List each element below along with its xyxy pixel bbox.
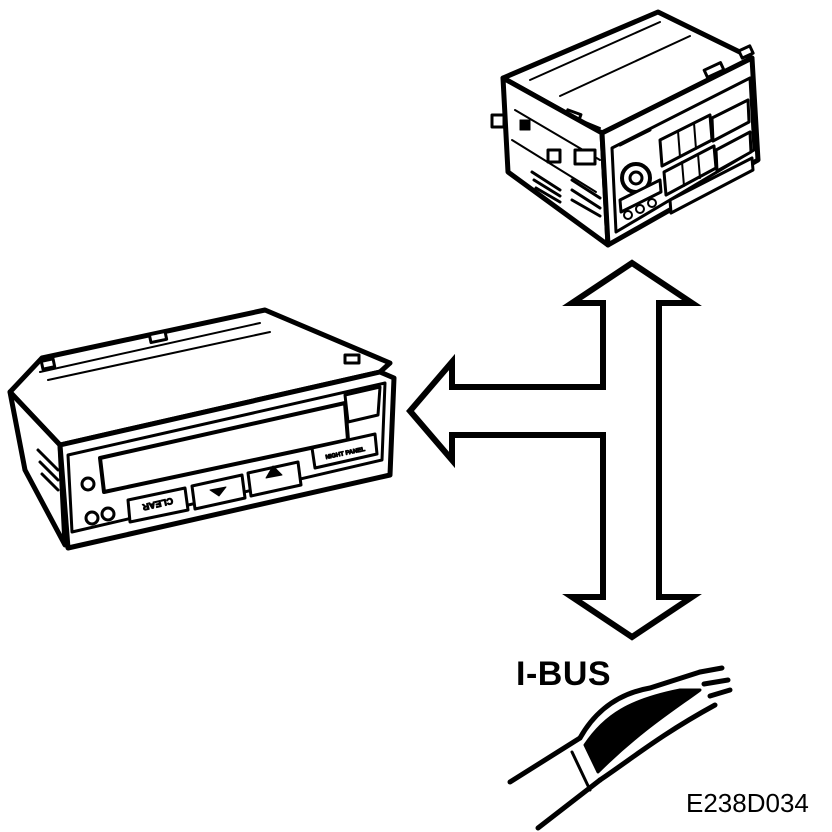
- radio-head-unit: [490, 9, 761, 248]
- figure-code: E238D034: [686, 788, 809, 818]
- scroll-up-button: [246, 460, 303, 498]
- ibus-label: I-BUS: [516, 655, 612, 693]
- ibus-connection-arrow: [406, 259, 702, 641]
- ibus-cable: [507, 665, 733, 831]
- information-display-panel: CLEAR NIGHT PANEL: [7, 307, 397, 551]
- up-arrow-icon: [265, 465, 283, 479]
- clear-button: [126, 486, 190, 524]
- night-panel-button: [310, 432, 379, 470]
- down-arrow-icon: [209, 486, 227, 497]
